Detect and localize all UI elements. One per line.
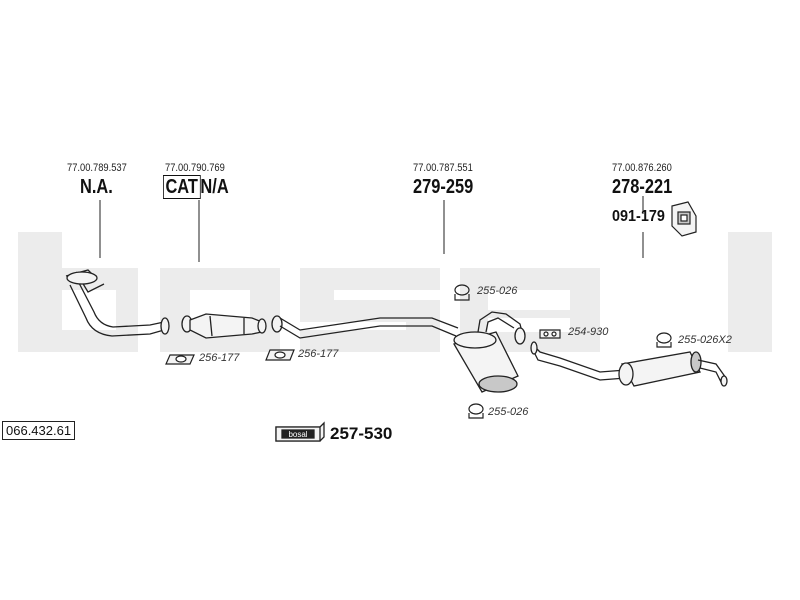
ref-clamp-2: 255-026 [488,406,529,418]
ref-flange: 254-930 [568,326,609,338]
rubber-mount-icon [671,201,697,237]
ref-clamp-rear: 255-026X2 [678,334,732,346]
intermediate-pipe [271,315,459,339]
oem-number-catalyst: 77.00.790.769 [165,162,225,174]
leader-lines [99,196,644,262]
ref-gasket-1: 256-177 [199,352,240,364]
cat-value: N/A [200,176,229,198]
clamp-2-icon [468,403,484,419]
ref-clamp-1: 255-026 [477,285,518,297]
part-label-front-pipe: N.A. [80,176,113,198]
front-pipe [65,269,170,337]
ref-gasket-2: 256-177 [298,348,339,360]
mounting-kit-logo: bosal [288,430,307,439]
middle-silencer [453,311,526,393]
gasket-2-icon [265,349,295,361]
flange-icon [539,329,561,339]
oem-number-front-pipe: 77.00.789.537 [67,162,127,174]
part-label-middle-silencer: 279-259 [413,176,474,198]
part-label-rubber-mount: 091-179 [612,208,665,225]
oem-number-rear-silencer: 77.00.876.260 [612,162,672,174]
rear-section [530,341,728,387]
mounting-kit-box: bosal [275,421,325,442]
gasket-1-icon [165,354,195,365]
catalytic-converter [181,313,267,339]
clamp-1-icon [454,284,470,301]
oem-number-middle-silencer: 77.00.787.551 [413,162,473,174]
diagram-number: 066.432.61 [2,421,76,440]
clamp-rear-icon [656,332,672,348]
part-label-rear-silencer: 278-221 [612,176,673,198]
cat-box: CAT [163,175,201,199]
mounting-kit-number: 257-530 [330,424,393,443]
